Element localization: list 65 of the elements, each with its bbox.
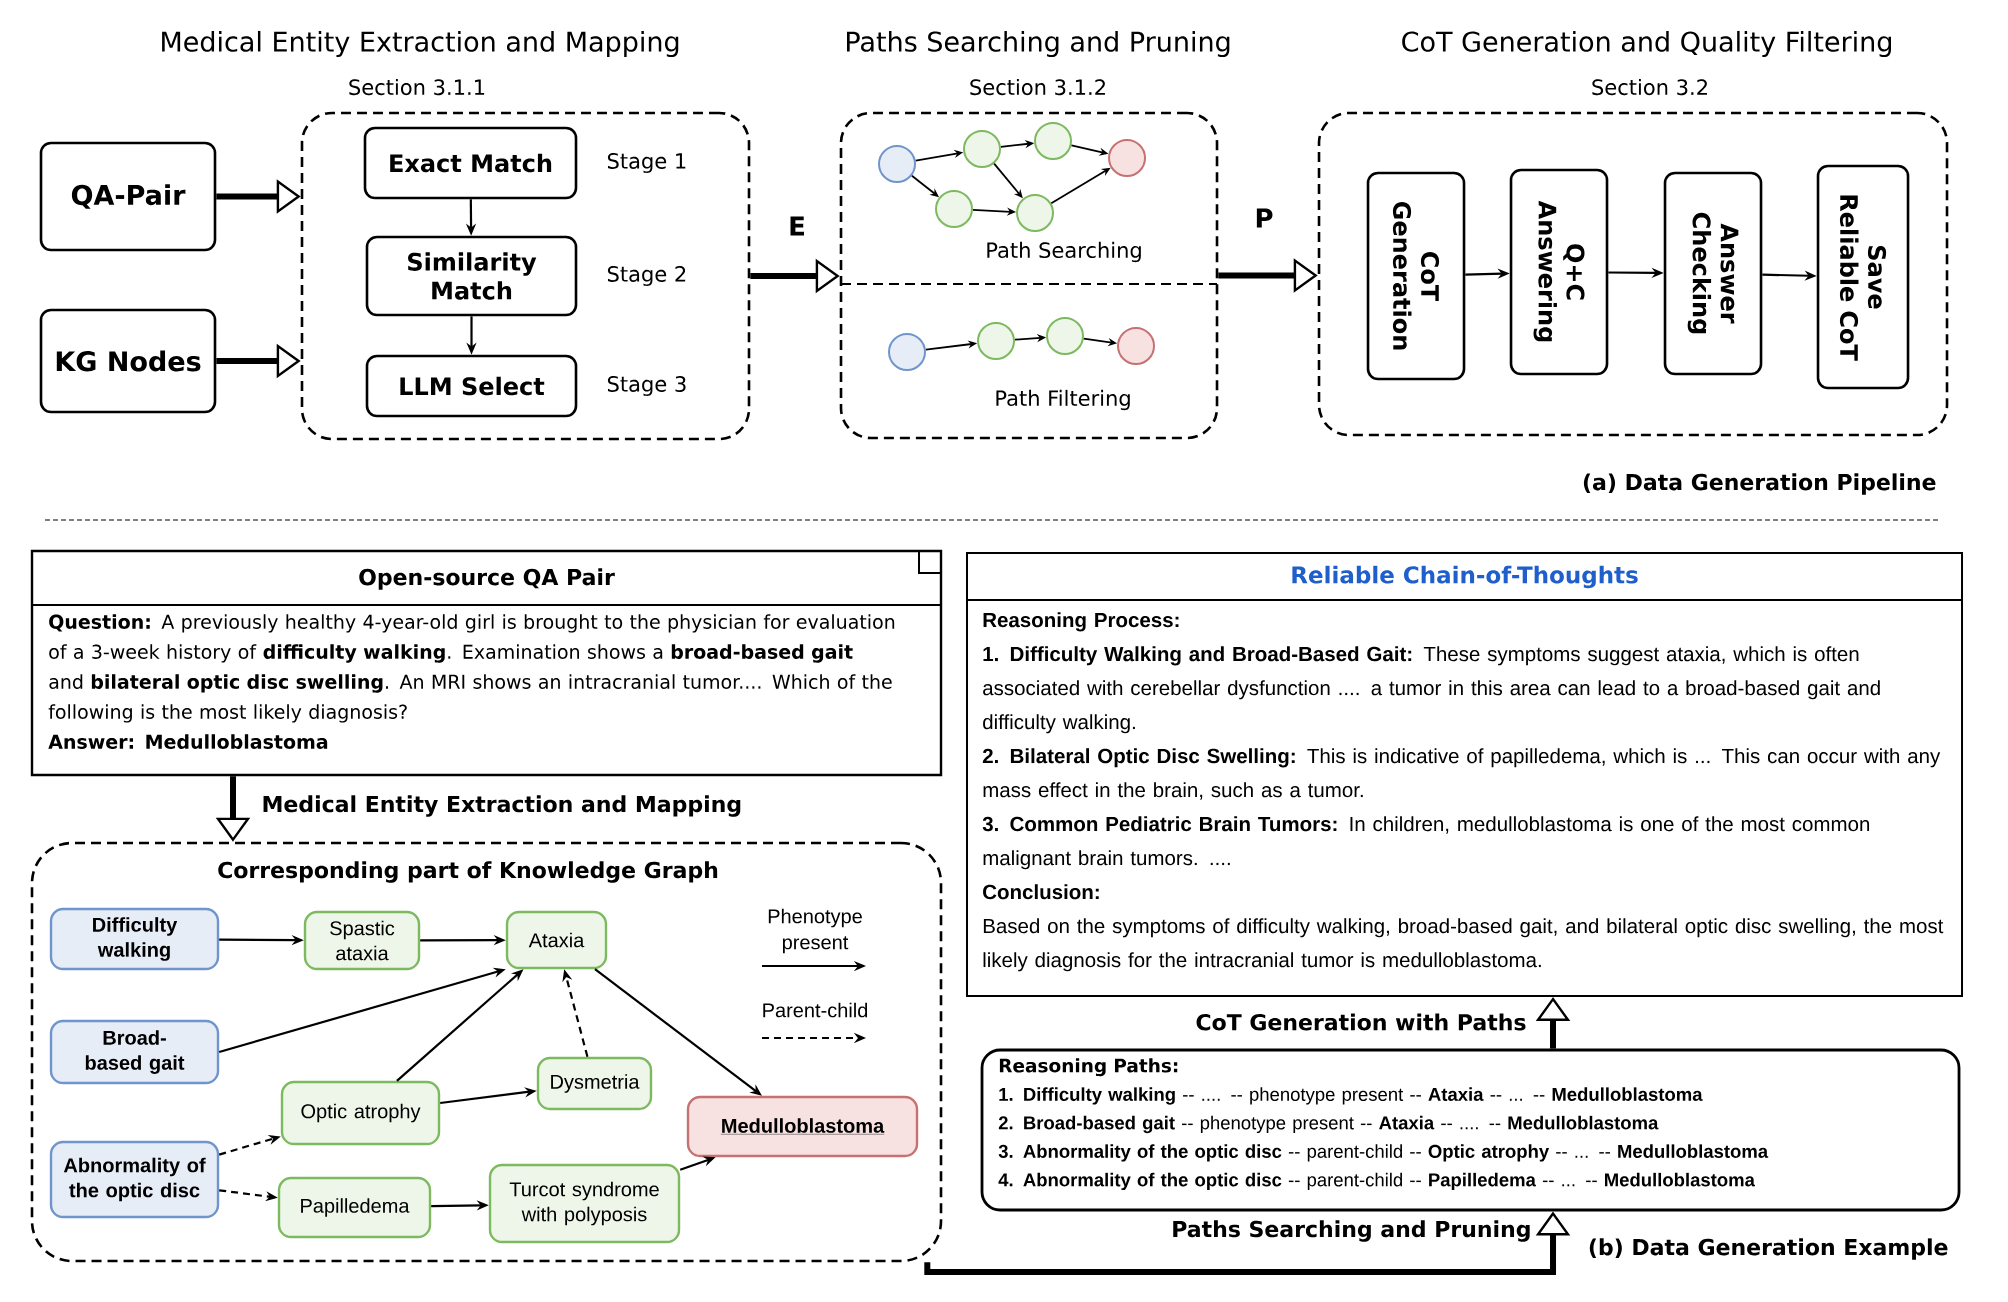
section-number: Section 3.2 (1592, 78, 1707, 96)
section-number: Section 3.1.2 (970, 78, 1105, 96)
vertical-step-box: Q+C Answering (1509, 168, 1609, 376)
section-label: Conclusion: (983, 884, 1099, 900)
graph-node: Spastic ataxia (303, 910, 421, 971)
paragraph: 3. Common Pediatric Brain Tumors: In children, medulloblastoma is one of the most common malignant brain tumors. .... (982, 816, 1870, 870)
graph-node (878, 145, 916, 183)
graph-node: Optic atrophy (280, 1080, 441, 1146)
path-line: 2. Broad-based gait -- phenotype present -- Ataxia -- .... -- Medulloblastoma (998, 1115, 1659, 1134)
graph-node (1016, 194, 1054, 232)
graph-node: Turcot syndrome with polyposis (488, 1163, 681, 1244)
vertical-step-box: CoT Generation (1366, 171, 1466, 381)
graph-node (1108, 139, 1146, 177)
rounded-box: KG Nodes (39, 308, 217, 414)
edge-label: Medical Entity Extraction and Mapping (263, 795, 741, 817)
vertical-step-box: Answer Checking (1663, 171, 1763, 376)
graph-node (963, 130, 1001, 168)
graph-node: Papilledema (277, 1176, 432, 1239)
graph-node (1117, 327, 1155, 365)
rounded-box: Similarity Match (365, 235, 578, 317)
graph-caption: Path Searching (987, 241, 1141, 263)
path-line: 1. Difficulty walking -- .... -- phenotype present -- Ataxia -- ... -- Medulloblastoma (999, 1087, 1703, 1105)
graph-node: Medulloblastoma (686, 1095, 919, 1158)
graph-node (1034, 122, 1072, 160)
graph-caption: Path Filtering (996, 389, 1130, 411)
question-text: Question: A previously healthy 4-year-old girl is brought to the physician for evaluation of a 3-week history of difficulty walking. Examination shows a broad-based gait and bilateral optic disc swelling. An MRI shows an intracranial tumor.... Which of the following is the most likely diagnosis? (48, 614, 895, 723)
paragraph: Based on the symptoms of difficulty walking, broad-based gait, and bilateral optic disc swelling, the most likely diagnosis for the intracranial tumor is medulloblastoma. (983, 918, 1944, 972)
section-label: Reasoning Paths: (999, 1058, 1178, 1077)
stage-label: Stage 1 (607, 153, 686, 173)
figure-caption: (b) Data Generation Example (1589, 1238, 1948, 1260)
path-line: 4. Abnormality of the optic disc -- parent-child -- Papilledema -- ... -- Medulloblastoma (998, 1172, 1755, 1191)
graph-node (977, 322, 1015, 360)
edge-label: P (1256, 208, 1273, 228)
section-heading: CoT Generation and Quality Filtering (1402, 30, 1891, 58)
graph-node: Abnormality of the optic disc (49, 1140, 220, 1219)
section-heading: Paths Searching and Pruning (847, 30, 1230, 58)
card-title: Open-source QA Pair (359, 568, 615, 590)
section-number: Section 3.1.1 (349, 78, 485, 96)
rounded-box: QA-Pair (39, 141, 217, 252)
edge-label: E (790, 216, 804, 236)
section-label: Reasoning Process: (983, 612, 1179, 632)
edge-label: CoT Generation with Paths (1196, 1013, 1526, 1031)
section-heading: Medical Entity Extraction and Mapping (162, 30, 679, 58)
graph-node: Dysmetria (536, 1056, 653, 1111)
answer-text: Answer: Medulloblastoma (48, 734, 328, 749)
legend-label: Parent-child (763, 1002, 868, 1018)
stage-label: Stage 3 (607, 376, 686, 396)
graph-node: Ataxia (505, 910, 608, 970)
graph-node (935, 190, 973, 228)
graph-node (1046, 317, 1084, 355)
vertical-step-box: Save Reliable CoT (1816, 164, 1910, 390)
panel-title: Reliable Chain-of-Thoughts (1292, 565, 1638, 589)
graph-title: Corresponding part of Knowledge Graph (218, 861, 718, 883)
paragraph: 2. Bilateral Optic Disc Swelling: This is indicative of papilledema, which is ... This can occur with any mass effect in the brain, such as a tumor. (982, 748, 1941, 800)
graph-node (888, 333, 926, 371)
figure-caption: (a) Data Generation Pipeline (1583, 473, 1936, 495)
paragraph: 1. Difficulty Walking and Broad-Based Gait: These symptoms suggest ataxia, which is often associated with cerebellar dysfunction .... a tumor in this area can lead to a broad-based gait and difficulty walking. (983, 646, 1880, 734)
graph-node: Broad-based gait (49, 1019, 220, 1085)
legend-label: Phenotype present (768, 908, 862, 954)
stage-label: Stage 2 (607, 266, 686, 286)
rounded-box: Exact Match (363, 126, 578, 200)
path-line: 3. Abnormality of the optic disc -- parent-child -- Optic atrophy -- ... -- Medulloblastoma (998, 1144, 1769, 1162)
rounded-box: LLM Select (365, 354, 578, 418)
edge-label: Paths Searching and Pruning (1173, 1220, 1530, 1242)
graph-node: Difficulty walking (49, 907, 220, 971)
